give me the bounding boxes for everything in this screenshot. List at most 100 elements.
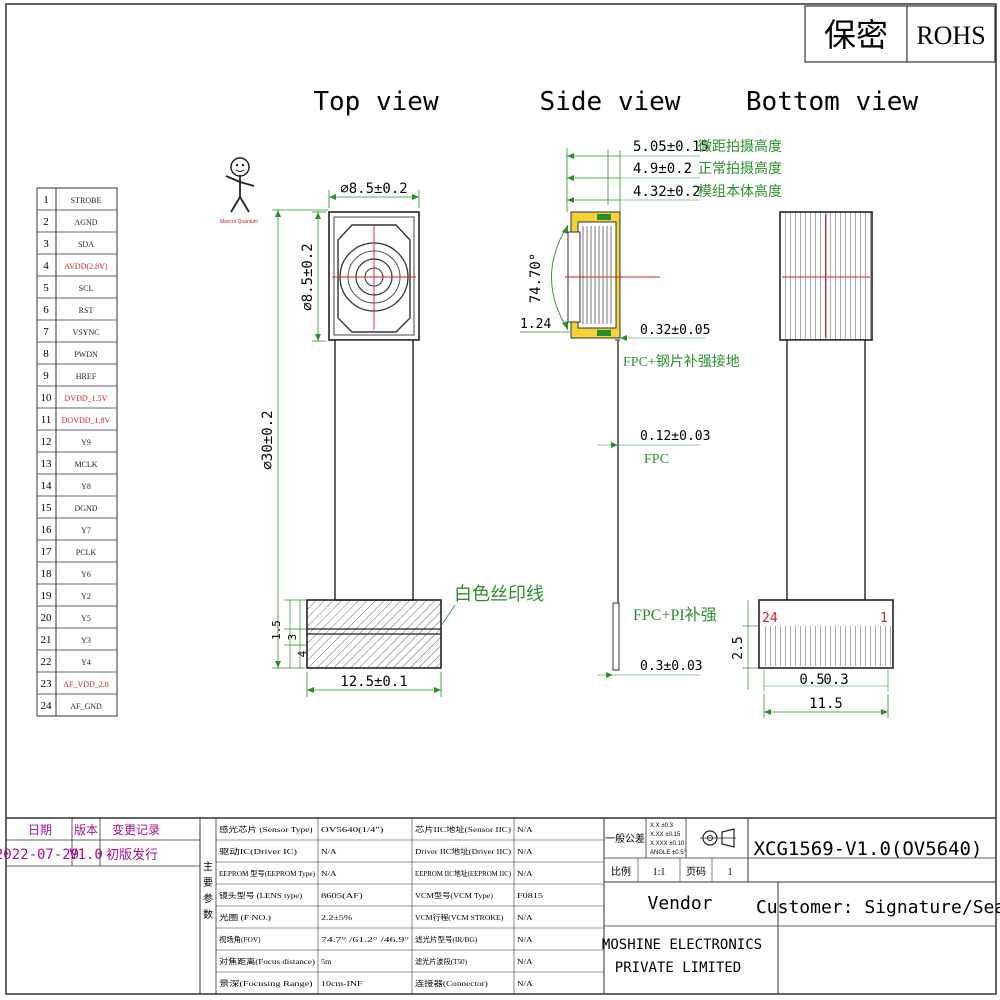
pin-name: Y4 bbox=[81, 658, 91, 667]
pin-name: RST bbox=[79, 306, 94, 315]
dim-pi-t: 0.3±0.03 bbox=[640, 659, 703, 674]
dim-connector-width: 12.5±0.1 bbox=[340, 674, 407, 690]
spec-cell: EEPROM IIC地址(EEPROM IIC) bbox=[415, 868, 511, 878]
page-value: 1 bbox=[728, 867, 733, 878]
spec-cell: N/A bbox=[517, 957, 533, 966]
pin-number: 11 bbox=[41, 414, 52, 426]
pin-name: DGND bbox=[74, 504, 97, 513]
pin-name: DOVDD_1.8V bbox=[62, 416, 111, 425]
dim-side-d1: 5.05±0.15 bbox=[633, 139, 709, 155]
pin-number: 18 bbox=[41, 568, 53, 580]
spec-cell: N/A bbox=[517, 935, 533, 944]
pin-name: AF_GND bbox=[70, 702, 102, 711]
spec-cell: 芯片IIC地址(Sensor IIC) bbox=[415, 824, 512, 834]
spec-cell: 滤光片波段(T50) bbox=[415, 956, 467, 966]
changelog-header-version: 版本 bbox=[74, 823, 98, 837]
tolerance-label: 一般公差 bbox=[605, 832, 645, 845]
pin-name: Y9 bbox=[81, 438, 91, 447]
dim-pad-height: 2.5 bbox=[731, 636, 746, 659]
pin-name: AGND bbox=[74, 218, 97, 227]
pin-number: 7 bbox=[43, 326, 49, 338]
changelog-record: 初版发行 bbox=[106, 847, 158, 862]
spec-cell: OV5640(1/4") bbox=[321, 825, 384, 834]
dim-stiffener-t: 0.32±0.05 bbox=[640, 323, 710, 338]
pin-number: 2 bbox=[43, 216, 49, 228]
spec-cell: Driver IIC地址(Driver IIC) bbox=[415, 846, 512, 856]
customer-label: Customer: Signature/Seal bbox=[756, 897, 1000, 918]
spec-cell: 景深(Focusing Range) bbox=[219, 979, 313, 988]
pin-number: 16 bbox=[41, 524, 53, 536]
pin-number: 3 bbox=[43, 238, 49, 250]
tolerance-line: X.X ±0.3 bbox=[650, 823, 674, 829]
pin-name: Y7 bbox=[81, 526, 91, 535]
tolerance-line: ANGLE ±0.5° bbox=[650, 850, 687, 856]
spec-cell: VCM行程(VCM STROKE) bbox=[415, 912, 504, 922]
pin-number: 17 bbox=[41, 546, 53, 558]
dim-top-height: ⌀8.5±0.2 bbox=[300, 243, 316, 310]
dim-side-d3: 4.32±0.2 bbox=[633, 184, 700, 200]
dim-connector-h2: 3 bbox=[286, 634, 299, 641]
changelog-header-record: 变更记录 bbox=[112, 822, 160, 837]
dim-side-d2: 4.9±0.2 bbox=[633, 161, 692, 177]
mascot-logo: Mascot Quantum bbox=[220, 157, 258, 225]
top-view: ⌀8.5±0.2 ⌀8.5±0.2 ⌀30±0.2 bbox=[260, 181, 544, 697]
note-side-d1: 微距拍摄高度 bbox=[698, 138, 782, 155]
page-label: 页码 bbox=[686, 866, 706, 878]
spec-cell: 光圈 (F NO.) bbox=[219, 912, 272, 922]
fpc-label: FPC bbox=[644, 452, 669, 467]
dim-side-gap: 1.24 bbox=[520, 317, 551, 332]
dim-fpc-t: 0.12±0.03 bbox=[640, 429, 710, 444]
pin-number: 24 bbox=[41, 700, 53, 712]
pin-number: 23 bbox=[41, 678, 53, 690]
bottom-view-title: Bottom view bbox=[746, 87, 919, 117]
pin-number: 13 bbox=[41, 458, 53, 470]
scale-value: 1:1 bbox=[653, 867, 666, 878]
pin-name: HREF bbox=[76, 372, 97, 381]
pin-name: SCL bbox=[79, 284, 94, 293]
top-view-title: Top view bbox=[313, 87, 439, 117]
pin-name: MCLK bbox=[74, 460, 97, 469]
spec-cell: 滤光片型号(IR/BG) bbox=[415, 934, 478, 944]
note-pi: FPC+PI补强 bbox=[633, 606, 717, 624]
pin-name: Y2 bbox=[81, 592, 91, 601]
spec-cell: 5m bbox=[321, 957, 332, 966]
pin-name: Y8 bbox=[81, 482, 91, 491]
vendor-label: Vendor bbox=[647, 893, 712, 914]
pin-name: Y6 bbox=[81, 570, 91, 579]
dim-bottom-width: 11.5 bbox=[809, 696, 843, 712]
spec-cell: 视场角(FOV) bbox=[219, 934, 261, 944]
silk-note: 白色丝印线 bbox=[454, 584, 544, 604]
changelog-version: V1.0 bbox=[69, 847, 103, 863]
pin-name: PCLK bbox=[76, 548, 97, 557]
specs-table: 感光芯片 (Sensor Type)OV5640(1/4")芯片IIC地址(Se… bbox=[216, 818, 604, 994]
spec-cell: 74.7° /61.2° /46.9° bbox=[321, 935, 409, 944]
note-side-d2: 正常拍摄高度 bbox=[698, 160, 782, 177]
spec-cell: 8605(AF) bbox=[321, 891, 363, 900]
drawing-border bbox=[5, 3, 997, 995]
spec-cell: N/A bbox=[517, 825, 533, 834]
spec-cell: N/A bbox=[321, 847, 337, 856]
pin-number: 10 bbox=[41, 392, 53, 404]
spec-cell: 连接器(Connector) bbox=[415, 978, 488, 988]
pin-name: DVDD_1.5V bbox=[65, 394, 108, 403]
spec-cell: VCM型号(VCM Type) bbox=[415, 891, 494, 900]
dim-flex-length: ⌀30±0.2 bbox=[260, 410, 276, 469]
side-view-title: Side view bbox=[540, 87, 681, 117]
tolerance-line: X.XX ±0.15 bbox=[650, 832, 681, 838]
pin-number: 12 bbox=[41, 436, 52, 448]
projection-symbol-icon bbox=[700, 828, 736, 848]
dim-connector-h1: 1.5 bbox=[270, 620, 283, 640]
tolerance-line: X.XXX ±0.10 bbox=[650, 841, 685, 847]
spec-cell: F0815 bbox=[517, 891, 543, 900]
dim-pad-pitch: 0.5 bbox=[799, 672, 824, 688]
pin-last-label: 1 bbox=[880, 611, 888, 626]
pin-number: 8 bbox=[43, 348, 49, 360]
dim-connector-h3: 4 bbox=[296, 650, 309, 657]
rohs-label: ROHS bbox=[916, 21, 985, 50]
changelog-date: 2022-07-29 bbox=[0, 847, 79, 863]
pin-number: 15 bbox=[41, 502, 53, 514]
specs-side-label: 主要参数 bbox=[203, 861, 213, 921]
